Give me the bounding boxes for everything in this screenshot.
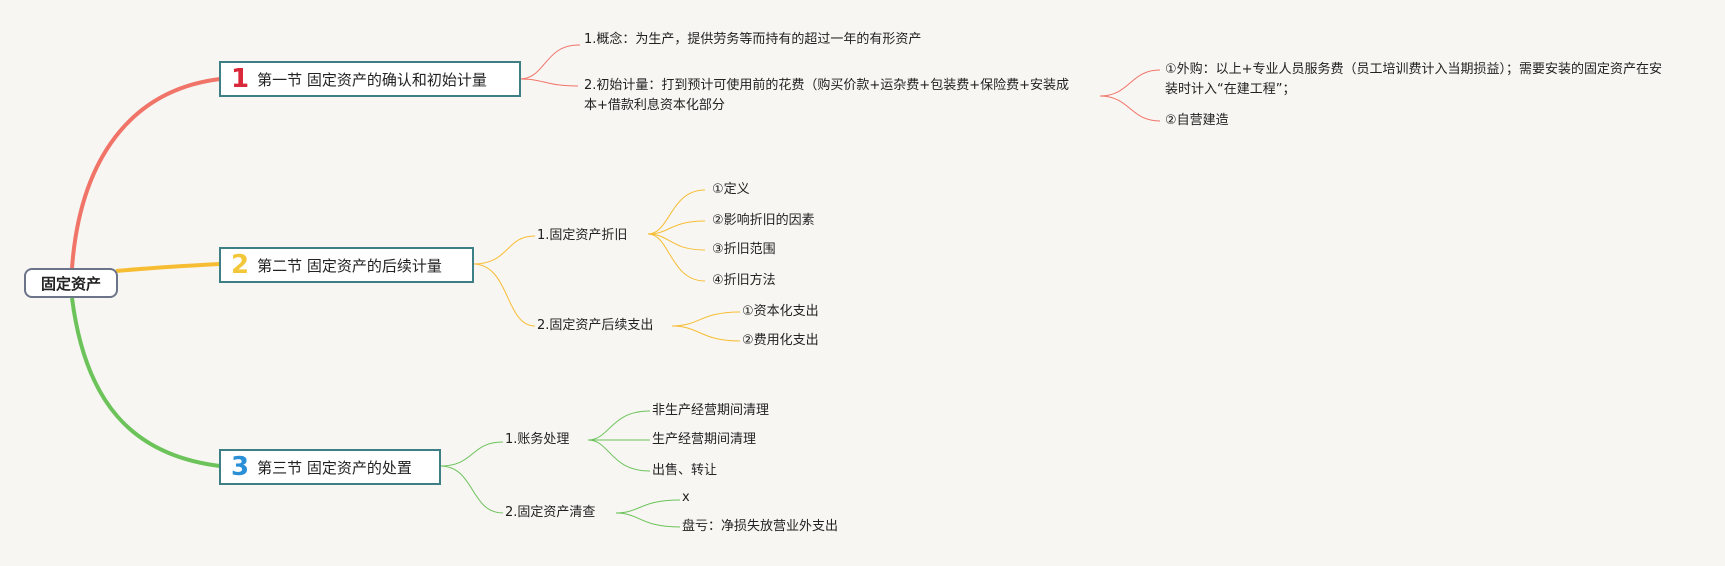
s3-sale-transfer[interactable]: 出售、转让: [652, 463, 718, 478]
s3-x[interactable]: x: [682, 490, 690, 505]
s2-dep-definition[interactable]: ①定义: [712, 182, 750, 197]
s3-accounting[interactable]: 1.账务处理: [505, 432, 570, 447]
section-3-node[interactable]: 3 第三节 固定资产的处置: [219, 449, 441, 485]
section-2-badge: 2: [231, 250, 250, 280]
s2-expensed[interactable]: ②费用化支出: [742, 333, 819, 348]
section-3-badge: 3: [231, 452, 250, 482]
root-link-section-3: [70, 297, 221, 468]
s1-purchase[interactable]: ①外购：以上+专业人员服务费（员工培训费计入当期损益）；需要安装的固定资产在安装…: [1165, 62, 1663, 97]
s3-inventory-check[interactable]: 2.固定资产清查: [505, 505, 596, 520]
s2-subsequent-expense[interactable]: 2.固定资产后续支出: [537, 318, 654, 333]
section-2-title: 第二节 固定资产的后续计量: [257, 256, 442, 275]
s2-dep-method[interactable]: ④折旧方法: [712, 273, 776, 288]
section-2-node[interactable]: 2 第二节 固定资产的后续计量: [219, 247, 474, 283]
s1-self-built[interactable]: ②自营建造: [1165, 113, 1229, 128]
section-3-title: 第三节 固定资产的处置: [257, 458, 412, 477]
s3-shortage[interactable]: 盘亏：净损失放营业外支出: [682, 519, 839, 534]
s3-production[interactable]: 生产经营期间清理: [652, 432, 757, 447]
root-link-section-2: [115, 262, 221, 273]
section-1-badge: 1: [231, 64, 250, 94]
s2-depreciation[interactable]: 1.固定资产折旧: [537, 228, 628, 243]
s2-dep-factors[interactable]: ②影响折旧的因素: [712, 213, 815, 228]
s1-concept[interactable]: 1.概念：为生产，提供劳务等而持有的超过一年的有形资产: [584, 32, 922, 47]
root-link-section-1: [70, 77, 221, 269]
section-1-node[interactable]: 1 第一节 固定资产的确认和初始计量: [219, 61, 521, 97]
s2-dep-scope[interactable]: ③折旧范围: [712, 242, 776, 257]
s3-non-production[interactable]: 非生产经营期间清理: [652, 403, 770, 418]
root-node[interactable]: 固定资产: [24, 268, 118, 298]
section-1-title: 第一节 固定资产的确认和初始计量: [257, 70, 487, 89]
s2-capitalized[interactable]: ①资本化支出: [742, 304, 819, 319]
s1-initial-measure[interactable]: 2.初始计量：打到预计可使用前的花费（购买价款+运杂费+包装费+保险费+安装成本…: [584, 78, 1069, 113]
